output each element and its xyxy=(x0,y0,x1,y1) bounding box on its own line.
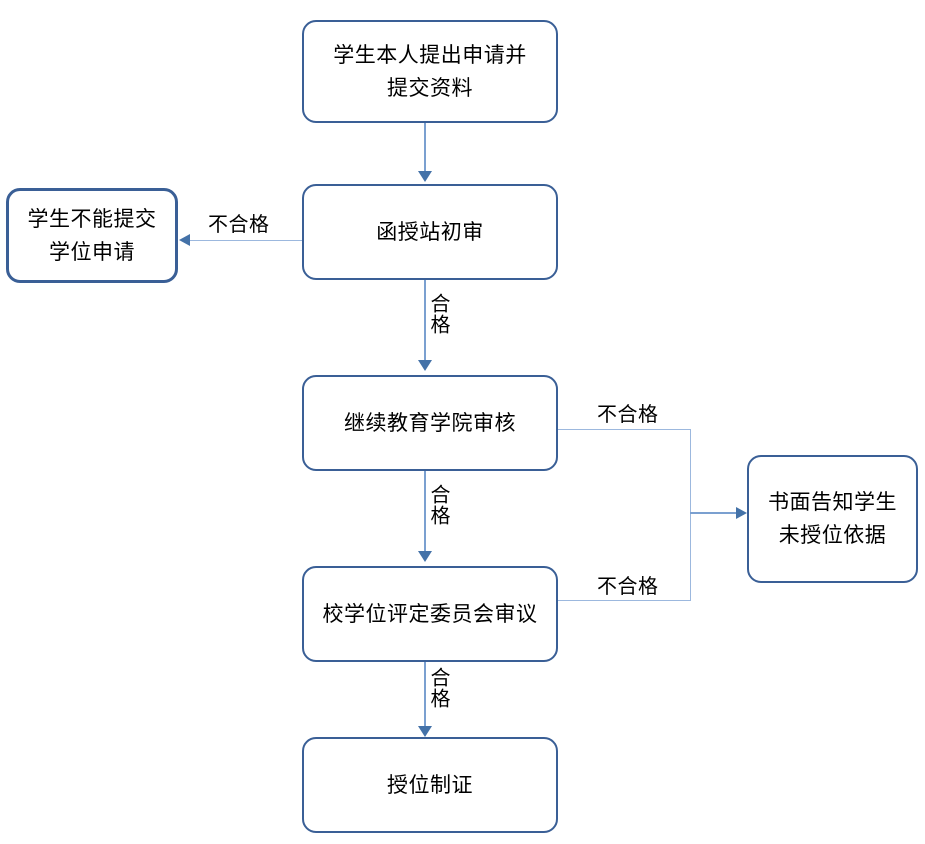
edge-college-notify-hline xyxy=(558,429,691,430)
node-notify-student-label: 书面告知学生 未授位依据 xyxy=(768,490,897,547)
edge-station-reject-arrowhead xyxy=(179,234,190,246)
node-award-certificate-label: 授位制证 xyxy=(387,772,473,797)
node-reject-application[interactable]: 学生不能提交 学位申请 xyxy=(6,188,178,283)
edge-label-committee-notify: 不合格 xyxy=(597,574,659,598)
edge-notify-entry-line xyxy=(690,512,738,514)
edge-station-college-line xyxy=(424,280,426,362)
node-notify-student[interactable]: 书面告知学生 未授位依据 xyxy=(747,455,918,583)
edge-apply-station-arrowhead xyxy=(418,171,432,182)
node-reject-application-label: 学生不能提交 学位申请 xyxy=(27,206,157,264)
edge-notify-entry-arrowhead xyxy=(736,507,747,519)
edge-committee-notify-hline xyxy=(558,600,691,601)
edge-label-college-committee: 合格 xyxy=(427,484,451,526)
edge-apply-station-line xyxy=(424,123,426,173)
node-college-review-label: 继续教育学院审核 xyxy=(344,410,516,435)
node-apply-label: 学生本人提出申请并 提交资料 xyxy=(333,42,527,100)
edge-committee-award-line xyxy=(424,662,426,728)
node-college-review[interactable]: 继续教育学院审核 xyxy=(302,375,558,471)
edge-college-committee-line xyxy=(424,471,426,553)
node-station[interactable]: 函授站初审 xyxy=(302,184,558,280)
node-apply[interactable]: 学生本人提出申请并 提交资料 xyxy=(302,20,558,123)
edge-college-committee-arrowhead xyxy=(418,551,432,562)
edge-label-committee-award: 合格 xyxy=(427,667,451,709)
edge-label-college-notify: 不合格 xyxy=(597,402,659,426)
node-committee-review[interactable]: 校学位评定委员会审议 xyxy=(302,566,558,662)
edge-label-station-college: 合格 xyxy=(427,293,451,335)
edge-station-college-arrowhead xyxy=(418,360,432,371)
edge-label-station-reject: 不合格 xyxy=(208,212,270,236)
edge-committee-award-arrowhead xyxy=(418,726,432,737)
node-committee-review-label: 校学位评定委员会审议 xyxy=(322,601,538,626)
edge-station-reject-line xyxy=(190,240,302,241)
edge-committee-notify-vline xyxy=(690,512,691,601)
edge-college-notify-vline xyxy=(690,429,691,513)
node-award-certificate[interactable]: 授位制证 xyxy=(302,737,558,833)
node-station-label: 函授站初审 xyxy=(376,219,484,244)
